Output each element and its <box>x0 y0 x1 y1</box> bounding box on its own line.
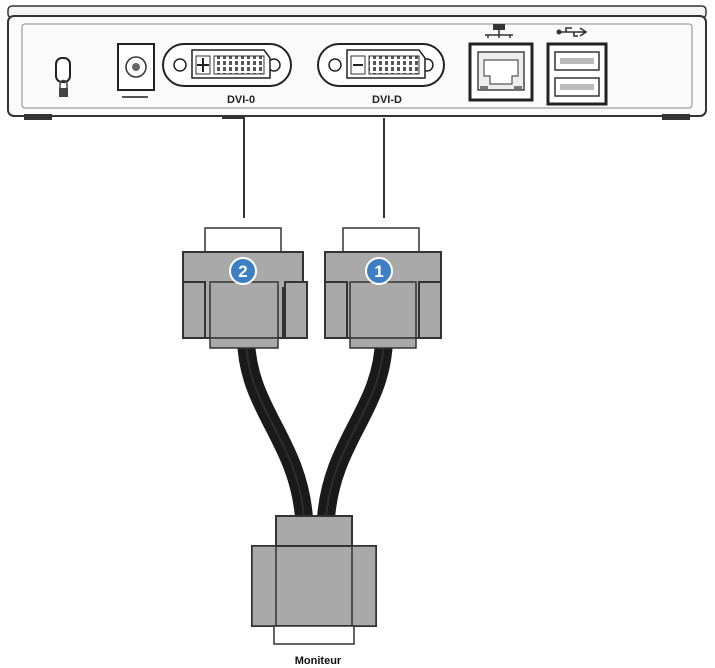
usb-ports[interactable] <box>546 27 608 106</box>
network-port[interactable] <box>468 24 534 102</box>
lock-icon <box>55 57 71 97</box>
badge-connector-2: 2 <box>229 257 257 285</box>
dvi-port-left-label: DVI-0 <box>227 94 255 106</box>
badge-1-text: 1 <box>374 262 383 281</box>
dvi-port-right-label: DVI-D <box>372 94 402 106</box>
badge-connector-1: 1 <box>365 257 393 285</box>
signal-cables <box>222 117 385 218</box>
badge-2-text: 2 <box>238 262 247 281</box>
monitor-connector[interactable] <box>251 515 377 645</box>
y-cable <box>237 339 393 519</box>
monitor-label: Moniteur <box>295 655 342 667</box>
dvi-port-right[interactable]: DVI-D <box>317 43 445 106</box>
dvi-port-left[interactable]: DVI-0 <box>162 43 292 106</box>
dvi-connector-right[interactable]: 1 <box>324 227 442 349</box>
dvi-connector-left[interactable]: 2 <box>182 227 308 349</box>
usb-icon <box>556 27 588 37</box>
network-icon <box>485 24 513 38</box>
power-jack-icon <box>117 43 155 98</box>
